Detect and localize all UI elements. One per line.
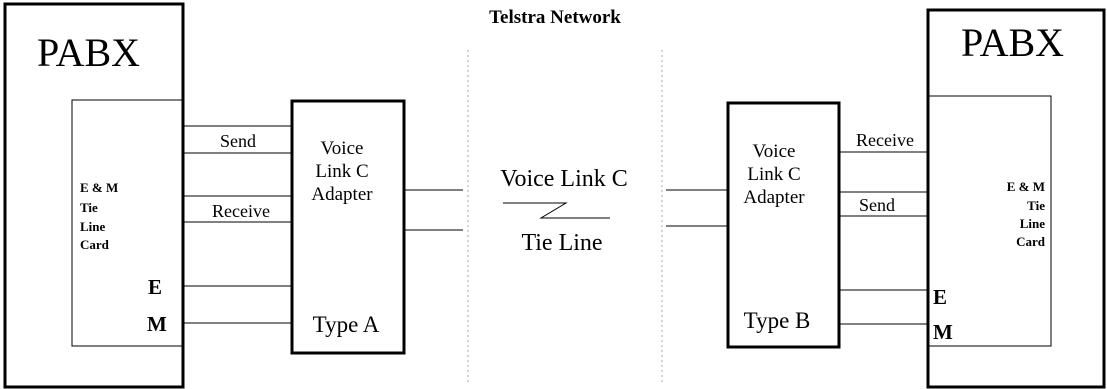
right-adapter: Voice Link C Adapter Type B xyxy=(726,101,841,349)
left-send-label: Send xyxy=(220,131,256,151)
right-tie-line-card: E & M Tie Line Card E M xyxy=(927,95,1052,347)
left-card-box xyxy=(71,99,184,347)
right-adapter-box xyxy=(726,101,841,349)
right-card-line-2: Tie xyxy=(1027,198,1045,213)
right-m-label: M xyxy=(933,320,953,344)
diagram-title: Telstra Network xyxy=(489,7,621,28)
left-card-line-3: Line xyxy=(80,219,106,234)
tie-line-label: Tie Line xyxy=(521,230,602,256)
right-e-label: E xyxy=(933,285,947,309)
left-m-label: M xyxy=(147,312,167,336)
right-receive-label: Receive xyxy=(856,130,914,150)
left-adapter-line-1: Voice xyxy=(321,138,364,159)
left-connections xyxy=(183,125,292,324)
right-pabx-label: PABX xyxy=(961,20,1064,65)
right-adapter-type: Type B xyxy=(744,308,811,333)
left-tie-line-card: E & M Tie Line Card E M xyxy=(71,99,184,347)
left-adapter-type: Type A xyxy=(313,312,380,337)
left-receive-label: Receive xyxy=(212,201,270,221)
right-send-label: Send xyxy=(859,195,895,215)
voice-link-label: Voice Link C xyxy=(500,166,628,192)
right-adapter-line-2: Link C xyxy=(747,164,800,185)
link-symbol xyxy=(503,202,610,219)
left-adapter-line-3: Adapter xyxy=(311,184,373,205)
left-adapter-outputs xyxy=(404,189,463,231)
right-adapter-inputs xyxy=(666,189,728,227)
right-connections xyxy=(839,151,928,325)
left-e-label: E xyxy=(148,275,162,299)
right-card-line-3: Line xyxy=(1020,216,1046,231)
left-card-line-1: E & M xyxy=(80,180,118,195)
right-pabx: PABX xyxy=(926,8,1106,389)
left-adapter-line-2: Link C xyxy=(315,161,368,182)
right-card-line-4: Card xyxy=(1016,234,1046,249)
right-card-line-1: E & M xyxy=(1007,179,1045,194)
left-card-line-4: Card xyxy=(80,237,110,252)
left-card-line-2: Tie xyxy=(80,200,98,215)
left-adapter: Voice Link C Adapter Type A xyxy=(290,99,406,355)
right-adapter-line-1: Voice xyxy=(753,141,796,162)
right-adapter-line-3: Adapter xyxy=(743,187,805,208)
left-pabx-label: PABX xyxy=(37,30,140,75)
right-pabx-box xyxy=(926,8,1106,389)
left-adapter-box xyxy=(290,99,406,355)
